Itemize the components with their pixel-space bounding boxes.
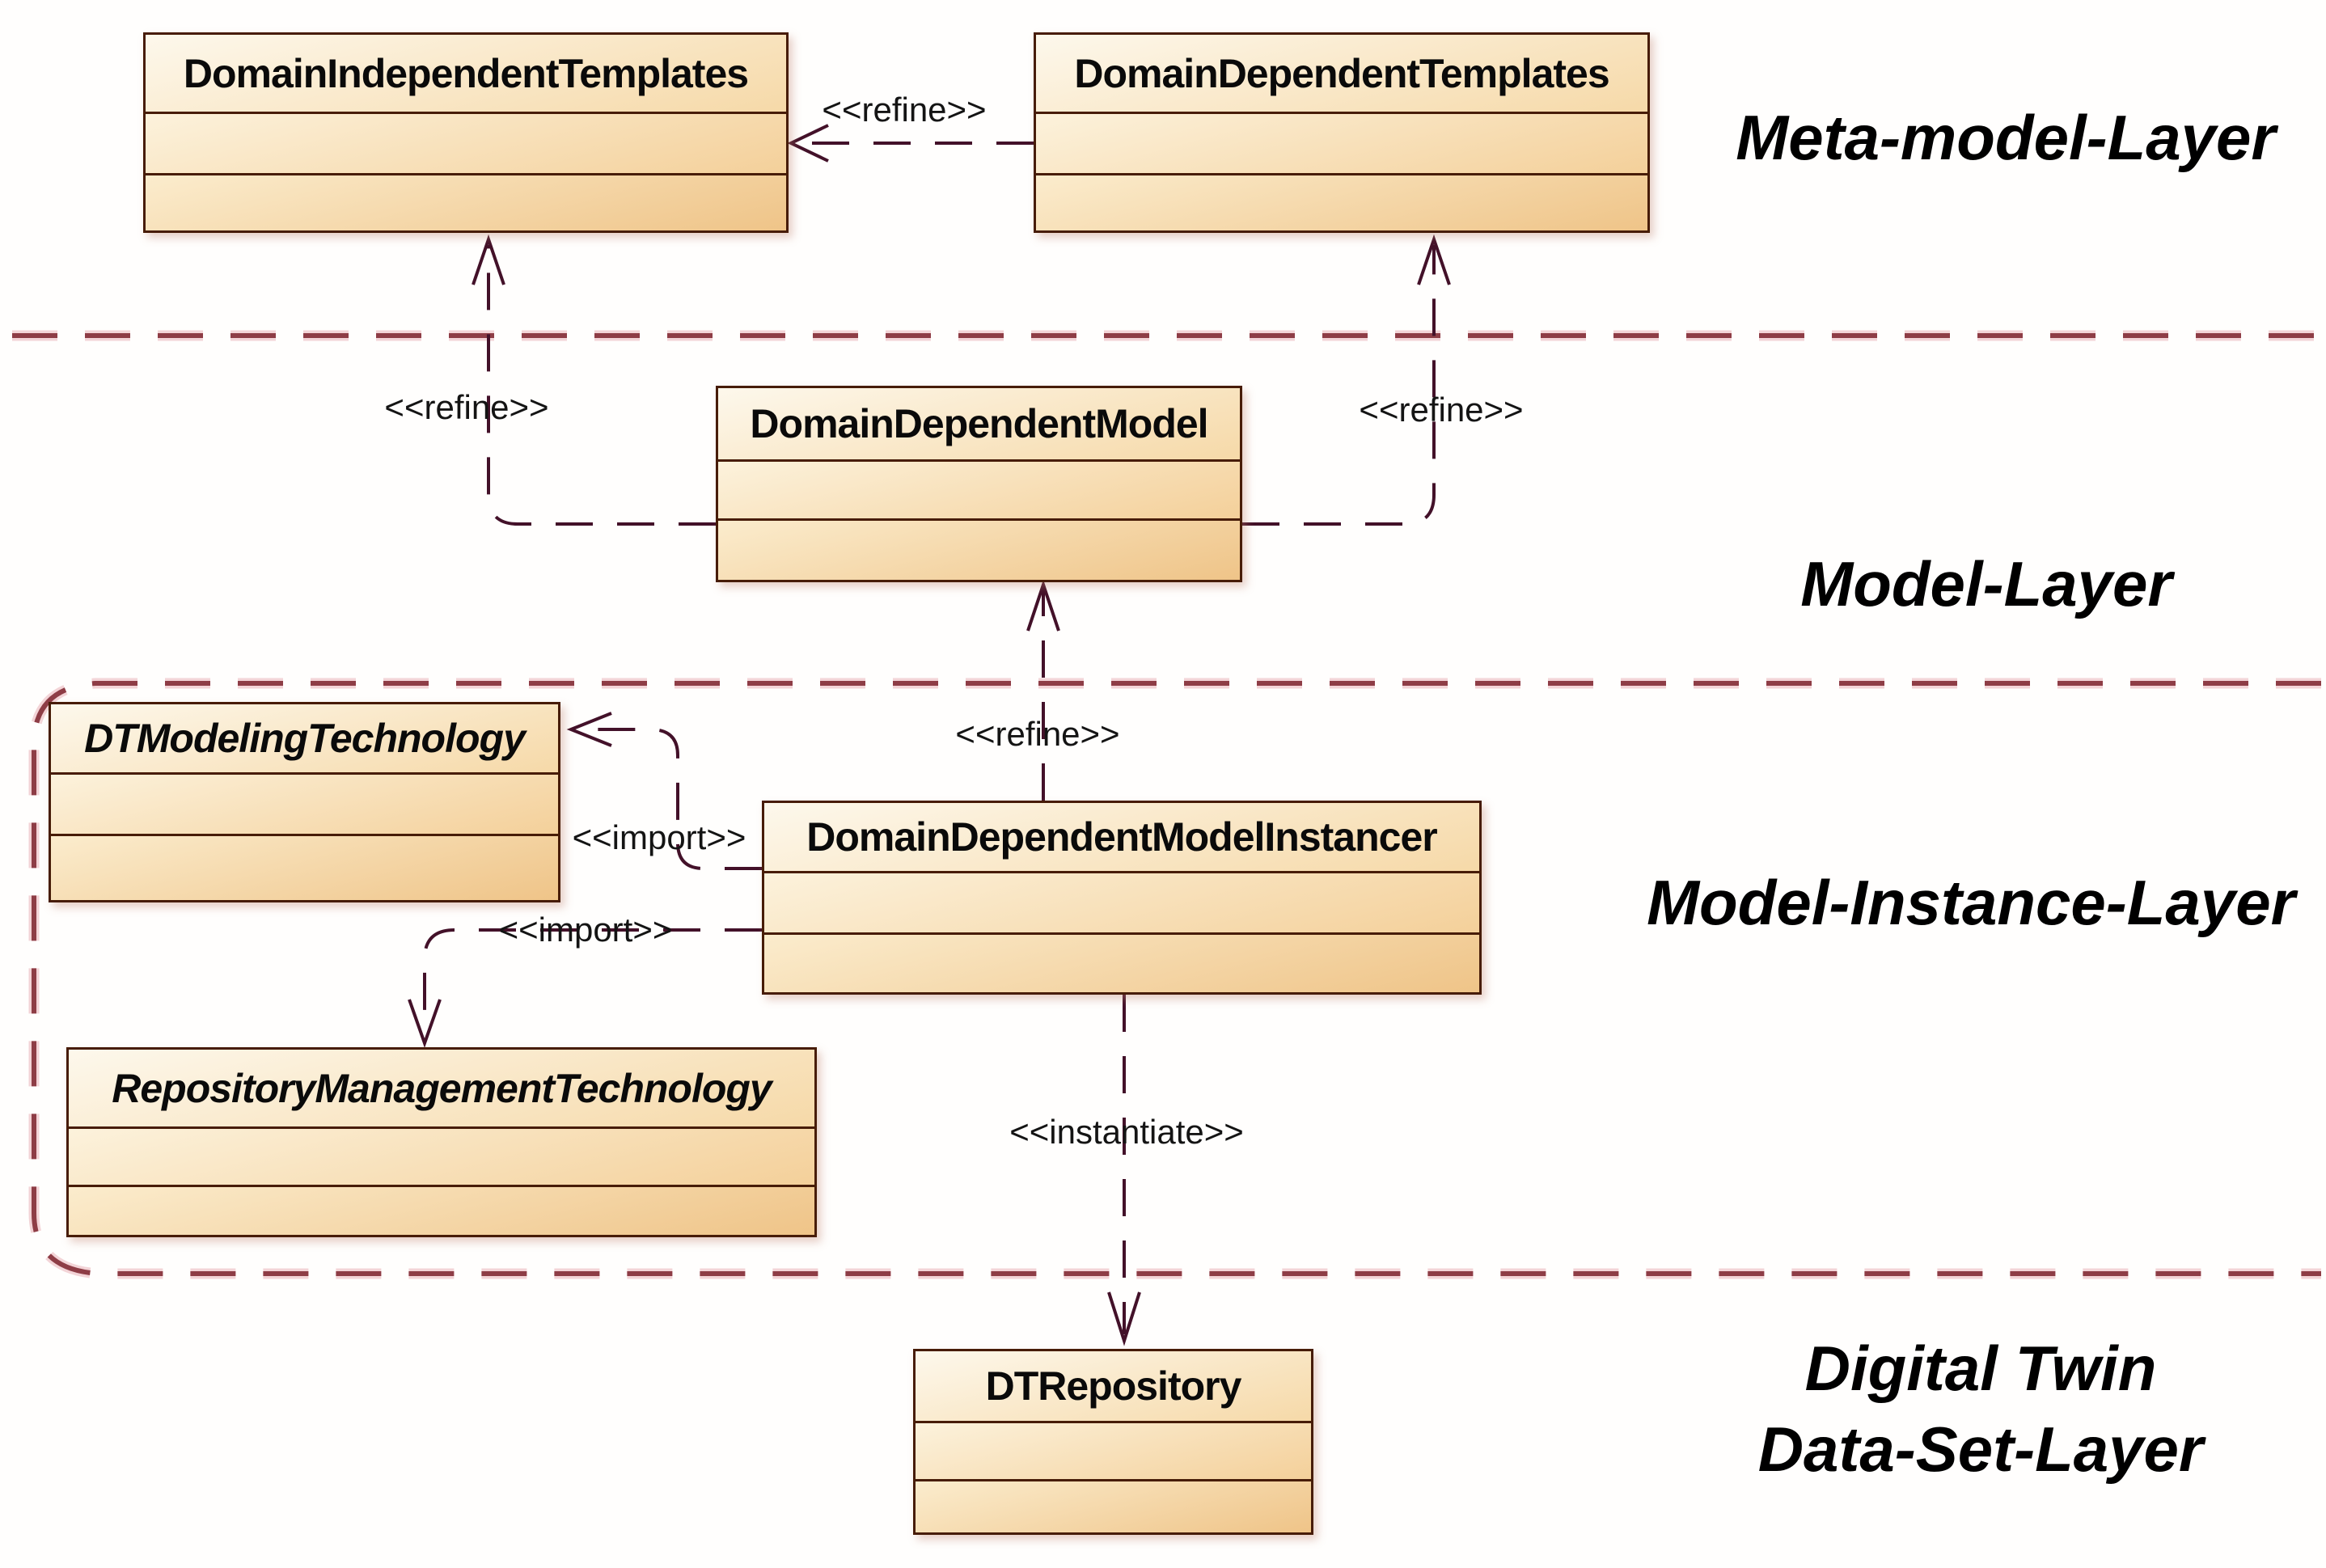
import-bottom-connector (423, 928, 762, 1033)
class-repository-management-technology: RepositoryManagementTechnology (66, 1047, 817, 1237)
class-operations-compartment (718, 518, 1240, 580)
layer-separator-2-3-bracket (32, 681, 2321, 1276)
class-title: DomainDependentModelInstancer (764, 803, 1479, 871)
class-operations-compartment (916, 1479, 1311, 1532)
class-operations-compartment (51, 834, 558, 900)
class-name-label: DomainDependentTemplates (1074, 50, 1609, 96)
layer-label-model-instance: Model-Instance-Layer (1647, 867, 2295, 938)
class-attributes-compartment (146, 112, 786, 173)
class-title: DomainDependentModel (718, 388, 1240, 459)
class-name-label: DTRepository (985, 1363, 1242, 1409)
class-attributes-compartment (1036, 112, 1647, 173)
class-attributes-compartment (916, 1421, 1311, 1479)
class-title: DTRepository (916, 1351, 1311, 1421)
class-attributes-compartment (718, 459, 1240, 518)
class-domain-dependent-model: DomainDependentModel (716, 386, 1242, 582)
stereotype-refine-left: <<refine>> (384, 388, 549, 426)
refine-left-connector (487, 245, 716, 526)
stereotype-import-top: <<import>> (572, 818, 746, 856)
refine-top-arrowhead-icon (787, 124, 829, 163)
stereotype-instantiate: <<instantiate>> (1009, 1113, 1244, 1151)
class-dt-modeling-technology: DTModelingTechnology (49, 702, 560, 902)
class-title: DTModelingTechnology (51, 704, 558, 772)
stereotype-import-bottom: <<import>> (498, 911, 673, 949)
class-attributes-compartment (69, 1126, 814, 1185)
instantiate-arrowhead-icon (1107, 1291, 1141, 1346)
class-name-label: DomainDependentModel (750, 401, 1208, 446)
layer-label-meta-model: Meta-model-Layer (1736, 102, 2276, 173)
class-name-label: DomainDependentModelInstancer (806, 814, 1437, 860)
class-operations-compartment (764, 932, 1479, 992)
import-bottom-arrowhead-icon (408, 999, 442, 1049)
stereotype-refine-mid: <<refine>> (955, 715, 1120, 753)
refine-right-arrowhead-icon (1417, 234, 1451, 285)
class-operations-compartment (1036, 173, 1647, 230)
class-operations-compartment (69, 1185, 814, 1235)
class-dt-repository: DTRepository (913, 1349, 1313, 1535)
layer-label-digital-twin: Digital Twin Data-Set-Layer (1758, 1328, 2204, 1490)
refine-left-arrowhead-icon (472, 234, 505, 285)
class-operations-compartment (146, 173, 786, 230)
layer-label-model: Model-Layer (1800, 548, 2172, 619)
class-name-label: RepositoryManagementTechnology (112, 1065, 772, 1111)
class-attributes-compartment (764, 871, 1479, 932)
import-top-connector (576, 728, 762, 870)
layer-label-digital-twin-line2: Data-Set-Layer (1757, 1414, 2204, 1485)
refine-mid-arrowhead-icon (1026, 579, 1060, 632)
class-name-label: DomainIndependentTemplates (183, 50, 749, 96)
class-domain-dependent-templates: DomainDependentTemplates (1034, 32, 1650, 233)
class-title: RepositoryManagementTechnology (69, 1050, 814, 1126)
layer-label-digital-twin-line1: Digital Twin (1804, 1333, 2157, 1404)
class-domain-independent-templates: DomainIndependentTemplates (143, 32, 789, 233)
class-title: DomainIndependentTemplates (146, 35, 786, 112)
class-domain-dependent-model-instancer: DomainDependentModelInstancer (762, 801, 1482, 995)
refine-right-connector (1242, 245, 1436, 526)
stereotype-refine-top: <<refine>> (822, 91, 987, 129)
class-attributes-compartment (51, 772, 558, 834)
stereotype-refine-right: <<refine>> (1359, 391, 1524, 429)
class-name-label: DTModelingTechnology (84, 716, 526, 761)
import-top-arrowhead-icon (566, 712, 612, 747)
class-title: DomainDependentTemplates (1036, 35, 1647, 112)
